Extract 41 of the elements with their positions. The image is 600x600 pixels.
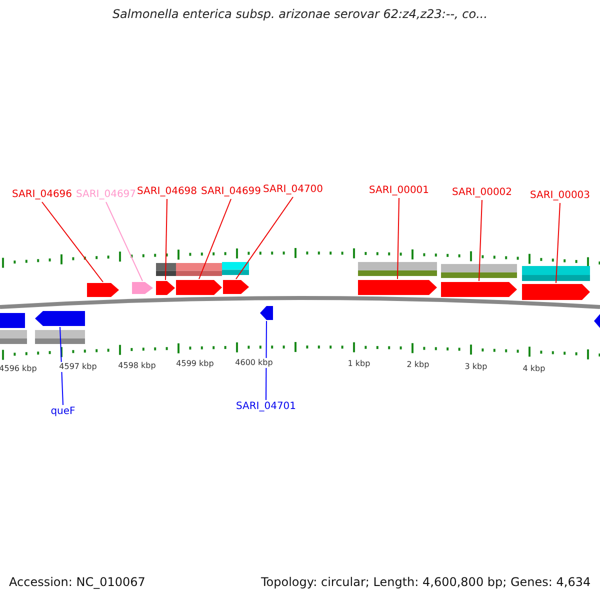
gene-feature [87,283,119,297]
title: Salmonella enterica subsp. arizonae serovar 62:z4,z23:--, co... [112,7,488,21]
leader-line [106,202,143,282]
leader-line [397,198,400,280]
leader-line [165,198,168,280]
gene-feature [223,280,249,294]
gene-feature [132,282,153,294]
gene-feature [260,306,273,320]
gene-feature [522,284,590,300]
gene-label: SARI_04698 [136,186,198,198]
gene-label: SARI_04697 [76,189,136,201]
leader-line [266,320,267,400]
gene-label: SARI_04699 [200,186,262,198]
leader-line [478,200,482,282]
scale-label: 3 kbp [464,362,488,372]
gene-feature [358,280,437,295]
gene-feature [441,282,517,297]
gene-label: SARI_00003 [530,190,590,202]
gene-label: queF [50,406,76,418]
gene-label: SARI_00001 [368,185,430,197]
scale-label: 1 kbp [346,359,372,369]
scale-label: 4597 kbp [58,362,98,372]
scale-label: 4596 kbp [0,364,38,374]
leader-line [198,198,232,280]
gene-label: SARI_00002 [452,187,512,199]
leader-line [556,202,560,284]
scale-label: 4598 kbp [117,361,157,371]
gene-feature [156,281,175,295]
scale-label: 4599 kbp [175,359,215,369]
gene-label: SARI_04696 [12,189,72,201]
leader-line [42,202,104,282]
scale-label: 2 kbp [406,360,430,370]
gene-label: SARI_04700 [262,184,324,196]
scale-label: 4 kbp [522,364,546,374]
info-text: Accession: NC_010067 [9,575,146,589]
gene-feature [35,311,85,326]
scale-label: 4600 kbp [234,358,274,368]
info-text: Topology: circular; Length: 4,600,800 bp; Genes: 4,634 [261,575,591,589]
gene-label: SARI_04701 [236,401,296,413]
leader-line [236,196,294,280]
leader-line [60,326,64,406]
